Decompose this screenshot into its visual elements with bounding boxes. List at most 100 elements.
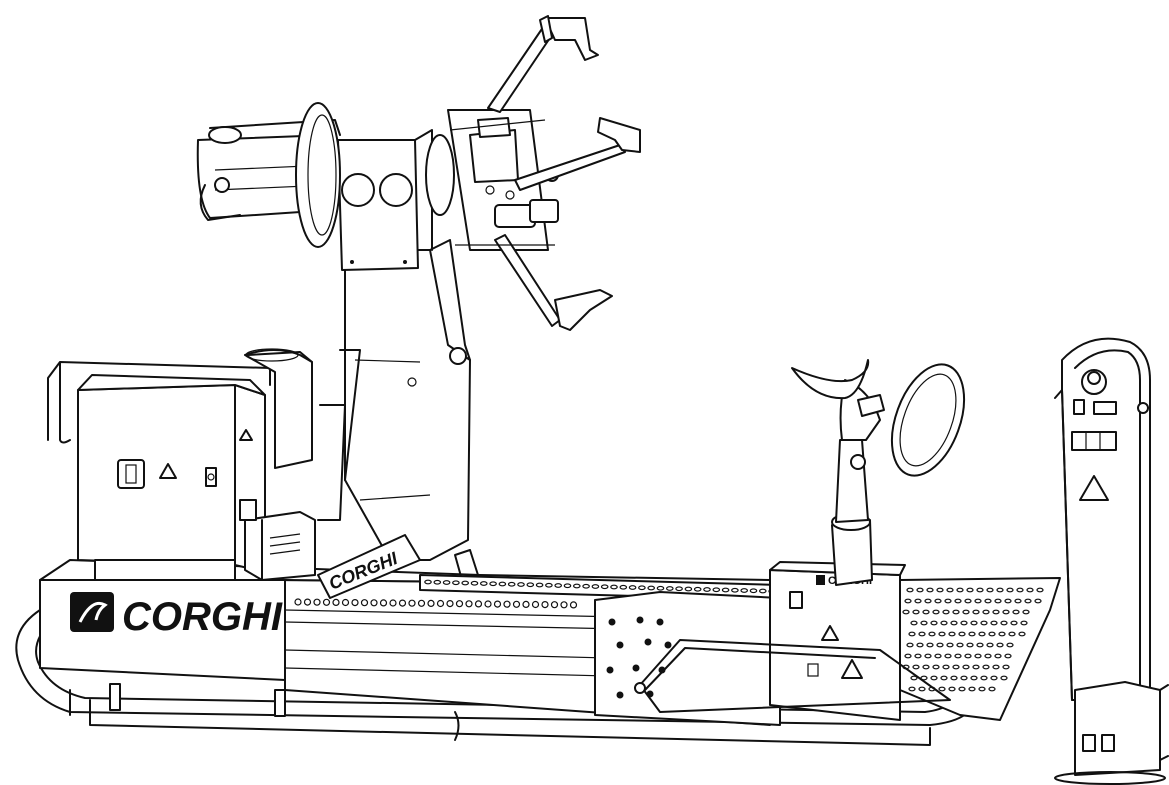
tread-bump: [442, 580, 451, 585]
tread-bump: [619, 584, 628, 590]
tread-bump: [684, 586, 693, 592]
tread-bump: [986, 587, 994, 593]
control-lever-icon: [789, 591, 803, 609]
tread-bump: [1006, 587, 1014, 593]
tread-bump: [628, 585, 637, 590]
tread-bump: [940, 675, 948, 681]
tread-bump: [916, 587, 924, 593]
power-socket-icon: [1082, 734, 1096, 752]
tread-bump: [545, 582, 553, 588]
tread-bump: [1012, 609, 1020, 615]
tread-bump: [920, 620, 928, 626]
tread-bump: [1016, 587, 1024, 593]
base-hole: [294, 598, 302, 606]
tread-bump: [1014, 598, 1022, 604]
tread-bump: [908, 631, 916, 637]
tread-bump: [974, 598, 982, 604]
bolt: [644, 638, 652, 646]
base-hole: [531, 600, 540, 609]
tread-bump: [912, 664, 920, 670]
tread-bump: [693, 586, 702, 592]
tread-bump: [982, 664, 990, 670]
cabinet-plinth: [94, 559, 236, 581]
tread-bump: [938, 631, 946, 637]
tool-hook: [791, 359, 870, 400]
base-hole: [398, 599, 407, 607]
tube-clamp: [274, 689, 286, 717]
crush-hazard-icon: [807, 663, 819, 677]
motor-housing: [244, 348, 313, 469]
corghi-emblem-icon: [816, 575, 825, 585]
tread-pattern: [424, 579, 776, 594]
tread-bump: [978, 631, 986, 637]
tread-bump: [914, 598, 922, 604]
base-hole: [341, 598, 350, 607]
base-hole: [417, 599, 426, 607]
tread-bump: [906, 642, 914, 648]
tread-bump: [591, 584, 600, 589]
tread-bump: [930, 620, 938, 626]
base-hole: [322, 598, 331, 606]
tread-bump: [563, 583, 572, 589]
base-hole: [541, 600, 549, 609]
tread-bump: [638, 585, 646, 591]
tread-bump: [950, 675, 958, 681]
tread-bump: [1022, 609, 1030, 615]
tread-bump: [914, 653, 922, 659]
tread-bump: [996, 587, 1004, 593]
base-hole: [569, 601, 578, 609]
tread-bump: [980, 620, 988, 626]
tread-bump: [906, 587, 914, 593]
bolt: [608, 618, 616, 626]
tread-bump: [994, 598, 1002, 604]
tread-bump: [572, 583, 581, 589]
warning-triangle-icon: [821, 625, 839, 641]
warning-triangle-icon: [159, 463, 177, 479]
tread-bump: [582, 583, 590, 589]
tread-bump: [960, 620, 968, 626]
indicator-icon: [205, 467, 217, 487]
tread-bump: [433, 579, 442, 585]
tread-bump: [918, 686, 926, 692]
tread-bump: [978, 686, 986, 692]
tread-bump: [940, 620, 948, 626]
tread-bump: [656, 585, 665, 591]
base-hole: [303, 598, 312, 606]
tread-bump: [952, 609, 960, 615]
tread-bump: [958, 631, 966, 637]
tread-bump: [740, 588, 749, 593]
base-hole: [446, 599, 454, 608]
tread-bump: [526, 582, 535, 588]
tread-bump: [1020, 620, 1028, 626]
tread-bump: [966, 642, 974, 648]
tread-bump: [930, 675, 938, 681]
tread-bump: [498, 581, 507, 587]
tread-bump: [982, 609, 990, 615]
tread-bump: [904, 598, 912, 604]
base-hole: [332, 598, 340, 607]
base-hole: [560, 601, 568, 609]
base-hole: [465, 600, 473, 608]
tread-bump: [950, 620, 958, 626]
tread-bump: [731, 587, 739, 593]
tread-bump: [507, 581, 516, 587]
tread-bump: [986, 642, 994, 648]
clamp-arm: [514, 144, 626, 191]
tread-bump: [988, 686, 996, 692]
tread-bump: [600, 584, 609, 590]
tread-bump: [960, 675, 968, 681]
tread-bump: [936, 587, 944, 593]
hole-row: [294, 598, 578, 609]
base-hole: [427, 599, 435, 608]
tread-bump: [924, 653, 932, 659]
tread-bump: [647, 585, 656, 591]
corghi-emblem-icon: [70, 592, 114, 632]
tread-bump: [972, 609, 980, 615]
tread-bump: [962, 664, 970, 670]
tread-bump: [904, 653, 912, 659]
tread-bump: [922, 664, 930, 670]
tread-bump: [996, 642, 1004, 648]
base-hole: [436, 599, 445, 608]
tread-bump: [1008, 631, 1016, 637]
